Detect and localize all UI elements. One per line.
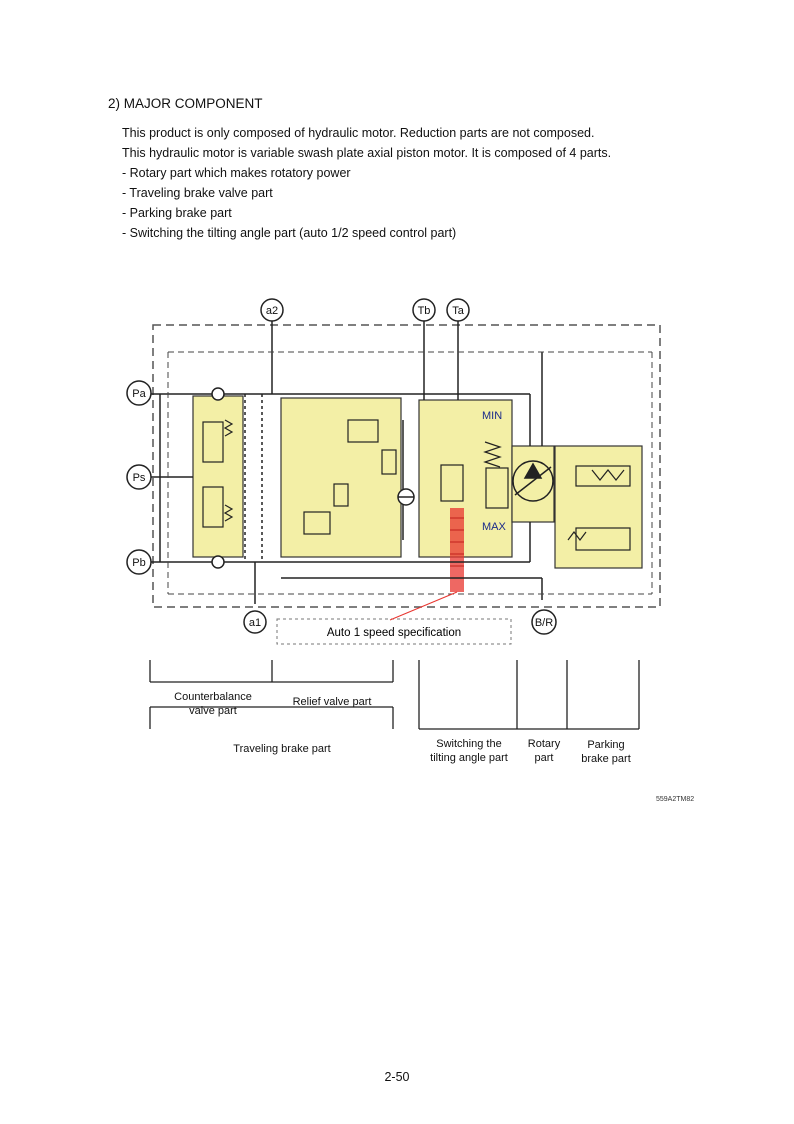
page-number: 2-50 bbox=[384, 1070, 410, 1084]
port-a2-label: a2 bbox=[266, 305, 278, 317]
port-ps-label: Ps bbox=[133, 472, 146, 484]
section-heading: 2) MAJOR COMPONENT bbox=[108, 96, 263, 111]
callout-arrow bbox=[389, 591, 458, 621]
relief-valve-block bbox=[280, 397, 402, 558]
intro-line: - Traveling brake valve part bbox=[122, 186, 273, 200]
counterbalance-block bbox=[192, 395, 244, 558]
pilot-lines bbox=[167, 351, 653, 595]
spring-symbols bbox=[223, 419, 625, 541]
port-pa-label: Pa bbox=[132, 388, 146, 400]
switching-label: tilting angle part bbox=[430, 752, 508, 764]
intro-text: This product is only composed of hydraul… bbox=[122, 123, 611, 243]
intro-line: - Rotary part which makes rotatory power bbox=[122, 166, 351, 180]
port-pb-label: Pb bbox=[132, 557, 145, 569]
max-label: MAX bbox=[482, 521, 507, 533]
counterbalance-label: valve part bbox=[189, 705, 237, 717]
relief-label: Relief valve part bbox=[293, 696, 372, 708]
rotary-label: part bbox=[535, 752, 554, 764]
rotary-label: Rotary bbox=[528, 738, 561, 750]
check-valves bbox=[211, 387, 415, 569]
min-label: MIN bbox=[482, 410, 502, 422]
traveling-brake-label: Traveling brake part bbox=[233, 743, 330, 755]
intro-line: This hydraulic motor is variable swash p… bbox=[122, 146, 612, 160]
motor-symbol bbox=[512, 460, 554, 502]
switching-label: Switching the bbox=[436, 738, 501, 750]
counterbalance-label: Counterbalance bbox=[174, 691, 252, 703]
intro-line: This product is only composed of hydraul… bbox=[122, 126, 595, 140]
port-markers bbox=[126, 298, 557, 635]
tilting-angle-block bbox=[418, 399, 513, 558]
figure-code: 559A2TM82 bbox=[656, 796, 695, 803]
intro-line: - Parking brake part bbox=[122, 206, 232, 220]
port-a1-label: a1 bbox=[249, 617, 261, 629]
port-br-label: B/R bbox=[535, 617, 553, 629]
auto-speed-area bbox=[450, 508, 464, 592]
intro-line: - Switching the tilting angle part (auto… bbox=[122, 226, 457, 240]
callout-box bbox=[276, 618, 512, 645]
motor-boundary bbox=[152, 324, 661, 608]
highlight-blocks bbox=[192, 395, 643, 569]
valve-boxes bbox=[202, 419, 631, 551]
part-brackets bbox=[149, 660, 640, 730]
parking-label: brake part bbox=[581, 753, 631, 765]
callout-text: Auto 1 speed specification bbox=[327, 627, 461, 639]
port-ta-label: Ta bbox=[452, 305, 465, 317]
port-tb-label: Tb bbox=[418, 305, 431, 317]
parking-label: Parking bbox=[587, 739, 624, 751]
